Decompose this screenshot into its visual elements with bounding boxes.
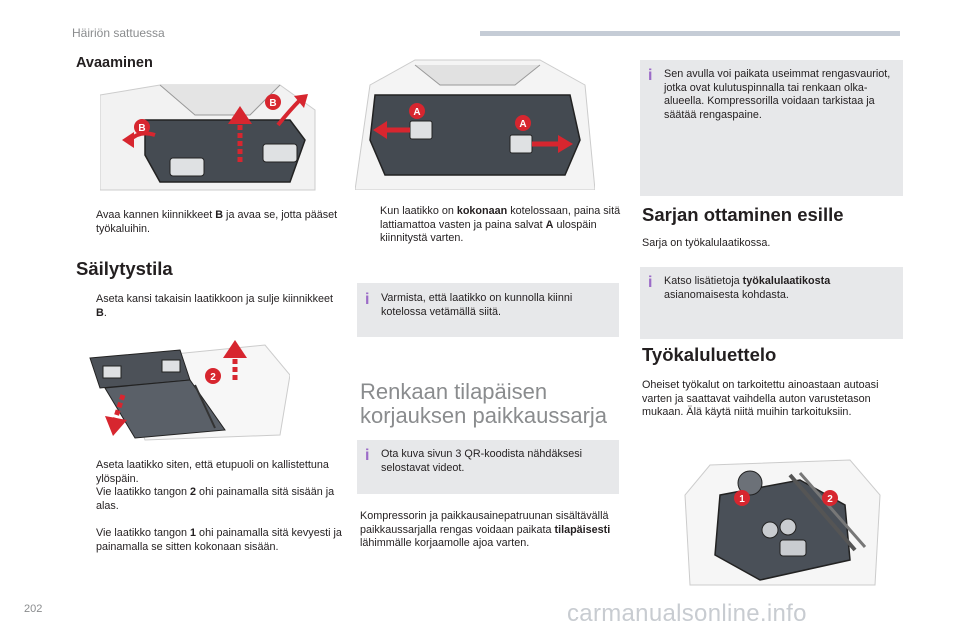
- note-see-toolbox: i Katso lisätietoja työkalulaatikosta as…: [640, 267, 903, 339]
- callout-1-tools: 1: [739, 494, 745, 505]
- illustration-tool-kit: 1 2: [680, 455, 885, 590]
- kit-description: Kompressorin ja paikkausainepatruunan si…: [360, 510, 611, 550]
- getkit-title: Sarjan ottaminen esille: [642, 204, 844, 225]
- step-pass-rod-1: Vie laatikko tangon 1 ohi painamalla sit…: [96, 527, 342, 553]
- step-pass-rod-2: Vie laatikko tangon 2 ohi painamalla sit…: [96, 486, 335, 512]
- tools-description: Oheiset työkalut on tarkoitettu ainoasta…: [642, 379, 879, 419]
- tools-title: Työkaluluettelo: [642, 344, 777, 365]
- info-icon: i: [365, 291, 370, 308]
- note-check-secure: i Varmista, että laatikko on kunnolla ki…: [357, 283, 619, 337]
- step-close-latches: Aseta kansi takaisin laatikkoon ja sulje…: [96, 293, 334, 319]
- step-release-latches: Kun laatikko on kokonaan kotelossaan, pa…: [380, 205, 621, 245]
- section-header: Häiriön sattuessa: [72, 26, 165, 40]
- step-tilt-box: Aseta laatikko siten, että etupuoli on k…: [96, 459, 329, 485]
- callout-b-left: B: [138, 123, 145, 134]
- callout-2-tools: 2: [827, 494, 833, 505]
- watermark: carmanualsonline.info: [567, 600, 807, 627]
- callout-b-right: B: [269, 98, 276, 109]
- step-open-latches: Avaa kannen kiinnikkeet B ja avaa se, jo…: [96, 209, 338, 235]
- note-qr-video: i Ota kuva sivun 3 QR-koodista nähdäkses…: [357, 440, 619, 494]
- kit-title: Renkaan tilapäisen korjauksen paikkaussa…: [360, 379, 608, 428]
- storage-title: Säilytystila: [76, 258, 173, 279]
- opening-title: Avaaminen: [76, 55, 153, 71]
- illustration-opening: B B: [100, 80, 320, 200]
- page-number: 202: [24, 603, 43, 615]
- info-icon: i: [648, 274, 653, 291]
- getkit-description: Sarja on työkalulaatikossa.: [642, 237, 771, 249]
- note-repair-capability: i Sen avulla voi paikata useimmat rengas…: [640, 60, 903, 196]
- callout-a-left: A: [413, 107, 420, 118]
- info-icon: i: [648, 67, 653, 84]
- callout-a-right: A: [519, 119, 526, 130]
- header-bar: [480, 31, 900, 36]
- info-icon: i: [365, 447, 370, 464]
- callout-2-storage: 2: [210, 372, 216, 383]
- illustration-storage: 2: [85, 340, 290, 442]
- illustration-latches-a: A A: [355, 55, 595, 190]
